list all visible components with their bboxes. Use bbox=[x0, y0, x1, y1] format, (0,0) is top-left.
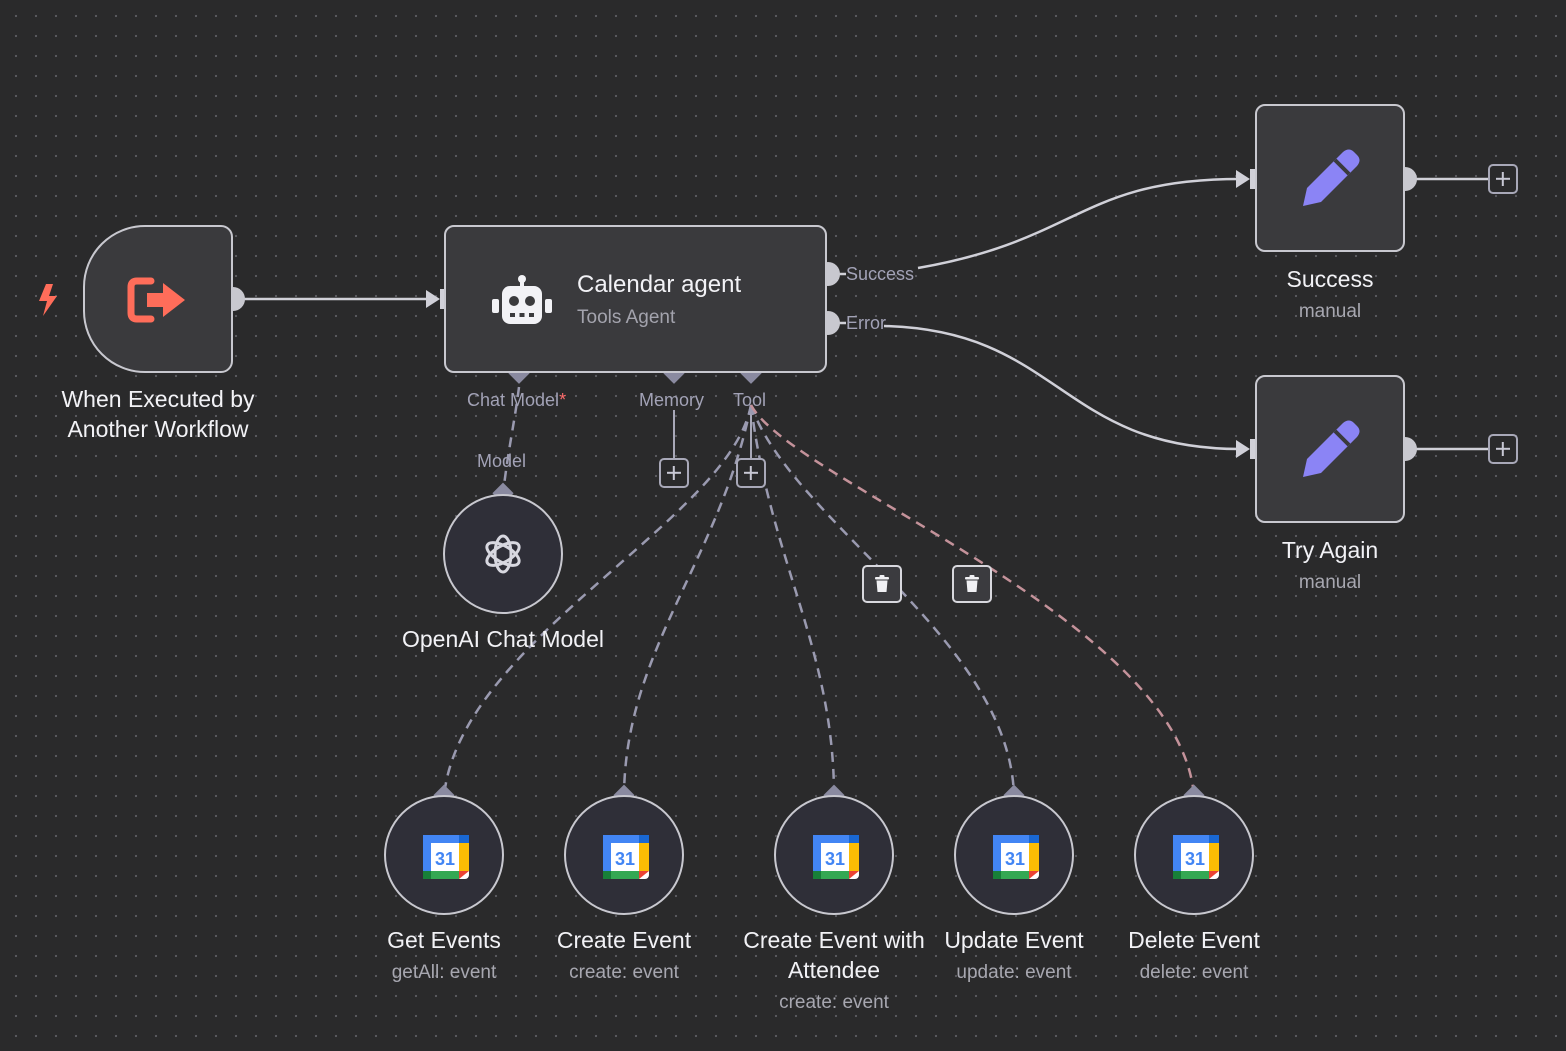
calendar-day: 31 bbox=[1185, 849, 1205, 869]
calendar-agent-node[interactable]: Calendar agent Tools Agent bbox=[444, 225, 827, 373]
google-calendar-icon: 31 bbox=[603, 835, 649, 879]
agent-to-success-connection[interactable] bbox=[917, 177, 1241, 270]
update-event-subtitle: update: event bbox=[956, 962, 1072, 983]
delete-event-title: Delete Event bbox=[1128, 927, 1260, 953]
trigger-title: When Executed by Another Workflow bbox=[20, 384, 296, 444]
required-mark: * bbox=[559, 390, 567, 410]
openai-title: OpenAI Chat Model bbox=[401, 626, 604, 652]
delete-event-connection[interactable] bbox=[749, 404, 1196, 797]
get-events-connection[interactable] bbox=[442, 404, 753, 797]
lightning-bolt-icon bbox=[39, 284, 57, 316]
get-events-subtitle: getAll: event bbox=[391, 962, 497, 983]
delete-connection-button[interactable] bbox=[862, 565, 902, 603]
model-port-label: Model bbox=[477, 451, 527, 471]
google-calendar-icon: 31 bbox=[813, 835, 859, 879]
chat-model-label-text: Chat Model bbox=[467, 390, 560, 410]
sign-out-arrow-icon bbox=[127, 277, 185, 323]
openai-chat-model-node[interactable] bbox=[443, 494, 563, 614]
update-event-connection[interactable] bbox=[749, 404, 1016, 797]
trigger-title-line2: Another Workflow bbox=[67, 416, 249, 442]
google-calendar-icon: 31 bbox=[1173, 835, 1219, 879]
create-event-attendee-node[interactable]: 31 bbox=[774, 795, 894, 915]
robot-icon bbox=[492, 275, 552, 324]
update-event-title: Update Event bbox=[944, 927, 1084, 953]
calendar-day: 31 bbox=[825, 849, 845, 869]
agent-subtitle: Tools Agent bbox=[577, 307, 676, 328]
calendar-day: 31 bbox=[615, 849, 635, 869]
pencil-icon bbox=[1303, 420, 1360, 477]
try-again-subtitle: manual bbox=[1298, 572, 1362, 593]
create-event-attendee-title: Create Event with Attendee bbox=[714, 925, 954, 985]
add-tool-button[interactable] bbox=[736, 458, 766, 488]
get-events-node[interactable]: 31 bbox=[384, 795, 504, 915]
chat-model-port-label: Chat Model* bbox=[467, 390, 566, 411]
model-connection[interactable] bbox=[501, 386, 521, 495]
openai-logo-icon bbox=[485, 534, 521, 574]
add-after-success-button[interactable] bbox=[1488, 164, 1518, 194]
success-title: Success bbox=[1286, 266, 1374, 292]
trigger-node[interactable] bbox=[83, 225, 233, 373]
success-subtitle: manual bbox=[1298, 301, 1362, 322]
update-event-node[interactable]: 31 bbox=[954, 795, 1074, 915]
create-event-node[interactable]: 31 bbox=[564, 795, 684, 915]
error-port-label: Error bbox=[846, 313, 886, 333]
try-again-node[interactable] bbox=[1255, 375, 1405, 523]
success-node[interactable] bbox=[1255, 104, 1405, 252]
tool-port-label: Tool bbox=[733, 390, 767, 410]
delete-event-node[interactable]: 31 bbox=[1134, 795, 1254, 915]
agent-title: Calendar agent bbox=[577, 271, 742, 298]
create-event-title: Create Event bbox=[556, 927, 692, 953]
memory-port-label: Memory bbox=[639, 390, 705, 410]
delete-connection-button[interactable] bbox=[952, 565, 992, 603]
trigger-title-line1: When Executed by bbox=[61, 386, 255, 412]
calendar-day: 31 bbox=[435, 849, 455, 869]
success-input-handle[interactable] bbox=[1236, 169, 1259, 189]
create-event-subtitle: create: event bbox=[569, 962, 679, 983]
trash-icon bbox=[875, 575, 889, 592]
success-port-label: Success bbox=[846, 264, 915, 284]
create-event-connection[interactable] bbox=[622, 404, 753, 797]
calendar-day: 31 bbox=[1005, 849, 1025, 869]
agent-to-try-again-connection[interactable] bbox=[883, 324, 1241, 451]
google-calendar-icon: 31 bbox=[993, 835, 1039, 879]
add-memory-button[interactable] bbox=[659, 458, 689, 488]
add-after-try-again-button[interactable] bbox=[1488, 434, 1518, 464]
create-event-attendee-subtitle: create: event bbox=[779, 992, 889, 1013]
try-again-input-handle[interactable] bbox=[1236, 439, 1259, 459]
try-again-title: Try Again bbox=[1281, 537, 1379, 563]
get-events-title: Get Events bbox=[387, 927, 501, 953]
delete-event-subtitle: delete: event bbox=[1139, 962, 1249, 983]
create-event-attendee-title-line1: Create Event with bbox=[743, 927, 925, 953]
google-calendar-icon: 31 bbox=[423, 835, 469, 879]
trash-icon bbox=[965, 575, 979, 592]
pencil-icon bbox=[1303, 149, 1360, 206]
create-event-attendee-title-line2: Attendee bbox=[787, 957, 881, 983]
